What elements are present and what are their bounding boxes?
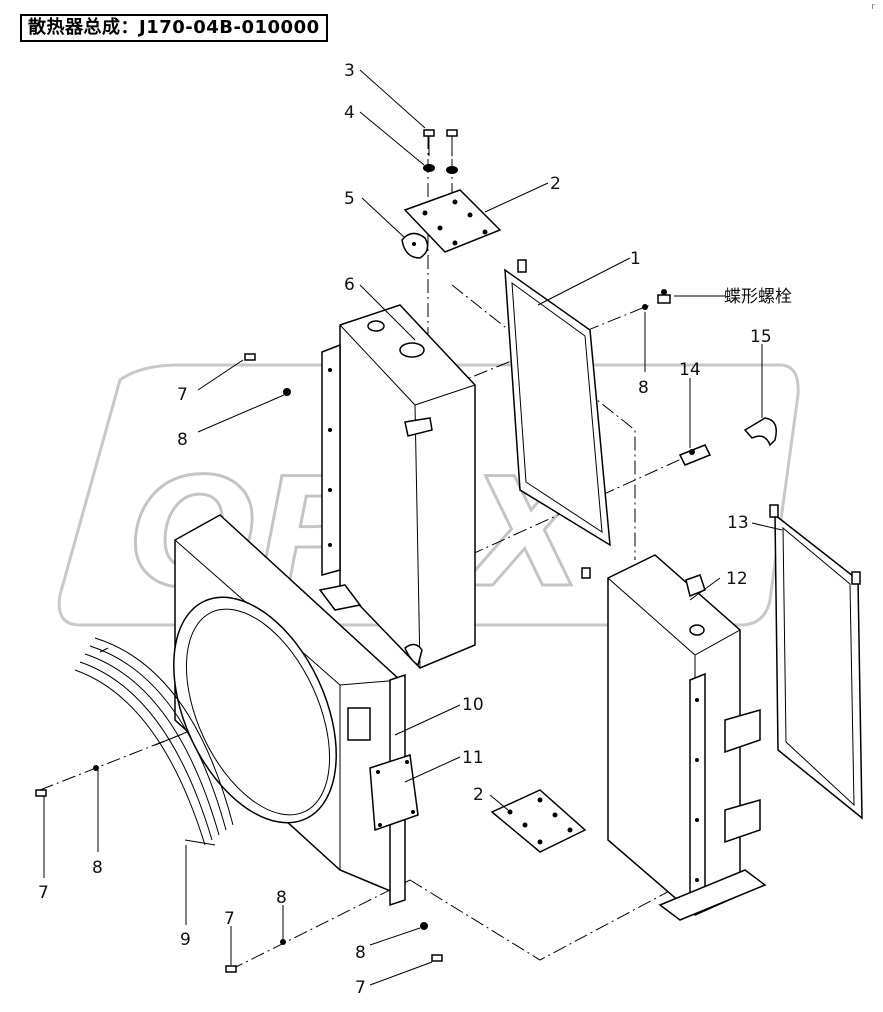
part-2-bottom-plate	[490, 789, 587, 853]
callout-3: 3	[344, 61, 355, 81]
part-13-gasket-frame	[769, 504, 863, 820]
part-11-cover-plate	[369, 754, 419, 832]
part-4-washers	[423, 164, 458, 174]
callout-8-right: 8	[638, 378, 649, 398]
part-1-gasket-frame	[504, 259, 611, 579]
callout-2-bottom: 2	[473, 785, 484, 805]
callout-10: 10	[462, 695, 484, 715]
callout-15: 15	[750, 327, 772, 347]
part-14-fitting	[678, 444, 712, 466]
part-10-fan-shroud	[173, 514, 406, 907]
callout-12: 12	[726, 569, 748, 589]
fasteners	[35, 304, 648, 973]
callout-6: 6	[344, 275, 355, 295]
drawing-title: 散热器总成：J170-04B-010000	[20, 14, 328, 42]
callout-7-lower: 7	[355, 978, 366, 998]
callout-11: 11	[462, 748, 484, 768]
callout-8-lower: 8	[355, 943, 366, 963]
leader-lines	[43, 69, 783, 986]
callout-5: 5	[344, 189, 355, 209]
callout-labels: 3 4 2 5 6 1 蝶形螺栓 8 14 15 7 8 13 12 10 11…	[38, 61, 792, 998]
callout-13: 13	[727, 513, 749, 533]
callout-8-upper: 8	[177, 430, 188, 450]
part-9-fan-guard	[74, 637, 234, 846]
callout-1: 1	[630, 249, 641, 269]
part-15-hose	[743, 417, 777, 447]
callout-2-top: 2	[550, 174, 561, 194]
callout-8-left: 8	[92, 858, 103, 878]
callout-14: 14	[679, 360, 701, 380]
callout-4: 4	[344, 103, 355, 123]
callout-wing-bolt: 蝶形螺栓	[724, 287, 792, 307]
part-3-bolts	[423, 129, 458, 156]
callout-7-bottom: 7	[224, 909, 235, 929]
corner-mark: r	[871, 2, 875, 12]
callout-8-bottom: 8	[276, 888, 287, 908]
part-12-intercooler	[607, 554, 767, 921]
callout-7-left: 7	[38, 883, 49, 903]
callout-7-upper: 7	[177, 385, 188, 405]
wing-bolt	[657, 289, 671, 304]
callout-9: 9	[180, 930, 191, 950]
part-2-top-plate	[403, 189, 502, 253]
part-5-filler-cap	[401, 232, 429, 259]
main-radiator	[318, 304, 476, 669]
